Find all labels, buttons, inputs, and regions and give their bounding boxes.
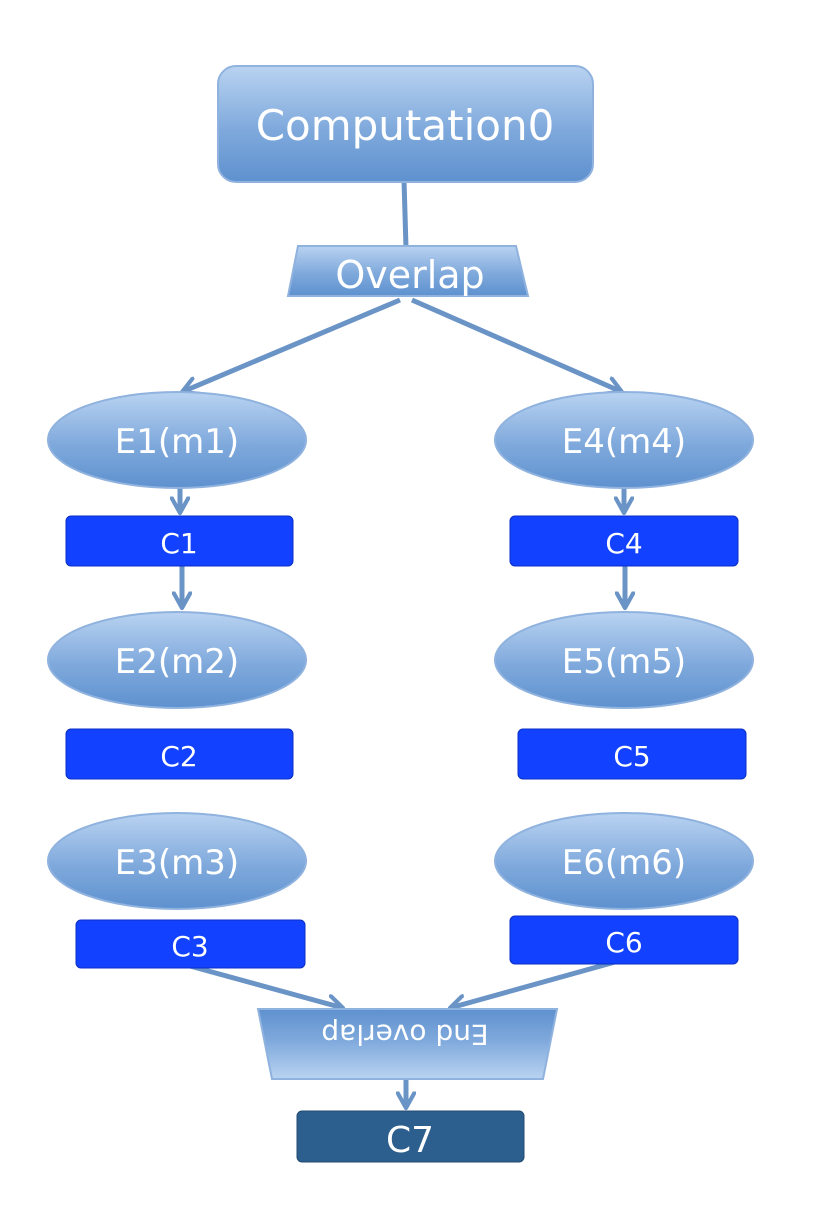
left-branch: E1(m1) C1 E2(m2) C2 E3(m3) C3 (47, 391, 307, 969)
connectors (180, 179, 625, 1108)
c4-label: C4 (605, 527, 642, 560)
c2-label: C2 (160, 740, 197, 773)
connector-overlap-to-e4 (410, 297, 622, 392)
e2-node (47, 611, 307, 709)
right-branch: E4(m4) C4 E5(m5) C5 E6(m6) C6 (494, 391, 754, 965)
connector-start-to-overlap (401, 179, 409, 249)
split-node: Overlap (286, 245, 530, 297)
c3-box (75, 919, 306, 969)
c5-label: C5 (613, 740, 650, 773)
c6-label: C6 (605, 926, 642, 959)
e4-node (494, 391, 754, 489)
connector-c6-to-merge (450, 959, 616, 1008)
start-node: Computation0 (217, 65, 594, 183)
e3-label: E3(m3) (115, 843, 239, 883)
e5-label: E5(m5) (562, 642, 686, 682)
e6-node (494, 812, 754, 910)
split-node-label: Overlap (335, 253, 484, 297)
e1-node (47, 391, 307, 489)
c6-box (509, 915, 739, 965)
c3-label: C3 (171, 930, 208, 963)
end-node: C7 (296, 1110, 525, 1163)
start-node-label: Computation0 (256, 101, 555, 150)
c2-box (65, 728, 294, 780)
connector-overlap-to-e1 (182, 297, 401, 392)
merge-node-label: End overlap (321, 1018, 488, 1051)
end-node-label: C7 (386, 1120, 434, 1161)
connector-c3-to-merge (189, 963, 343, 1008)
e6-label: E6(m6) (562, 843, 686, 883)
c1-label: C1 (160, 527, 197, 560)
c4-box (509, 515, 739, 567)
e3-node (47, 812, 307, 910)
e5-node (494, 611, 754, 709)
c1-box (65, 515, 294, 567)
e1-label: E1(m1) (115, 422, 239, 462)
merge-node: End overlap (256, 1008, 559, 1080)
c5-box (517, 728, 747, 780)
e4-label: E4(m4) (562, 422, 686, 462)
e2-label: E2(m2) (115, 642, 239, 682)
